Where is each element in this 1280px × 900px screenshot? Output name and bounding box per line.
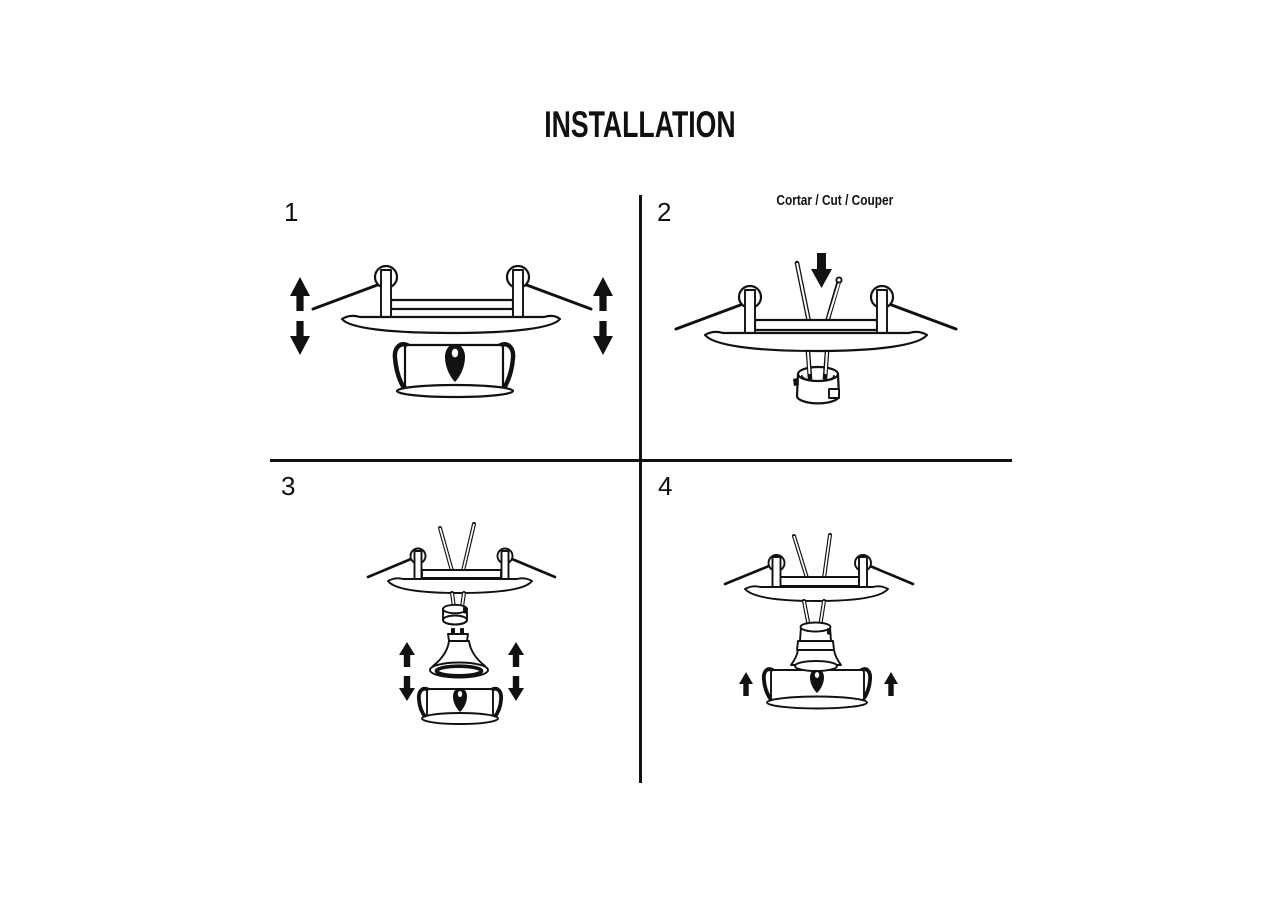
retaining-clip-left — [392, 342, 412, 391]
step-1-number: 1 — [284, 197, 299, 227]
up-arrow-icon — [884, 672, 898, 696]
trim-ring — [674, 284, 958, 353]
down-arrow-icon — [811, 253, 832, 288]
spring-post-left — [413, 550, 423, 581]
mains-wires-upper — [792, 533, 832, 580]
retaining-clip-right — [496, 342, 516, 391]
lamp-pin-left — [451, 628, 455, 634]
socket-tab — [793, 378, 799, 386]
lamp-socket-assembled — [790, 621, 842, 672]
step-1-illustration — [290, 264, 613, 399]
socket-step-notch — [828, 388, 840, 399]
up-down-arrow-icon — [593, 277, 613, 355]
spring-post-left — [744, 289, 756, 334]
trim-ring — [366, 547, 557, 594]
up-down-arrow-icon — [508, 642, 524, 701]
spring-post-right — [876, 289, 888, 334]
spring-post-right — [512, 269, 524, 319]
step-4-number: 4 — [658, 471, 673, 501]
fixing-slot-hole — [457, 691, 463, 697]
up-down-arrow-icon — [399, 642, 415, 701]
page-title-text: INSTALLATION — [544, 104, 736, 145]
lamp-housing — [392, 342, 516, 399]
fixing-slot — [445, 344, 465, 382]
socket-tab — [827, 628, 831, 635]
lamp-socket — [793, 365, 841, 405]
step-2-number: 2 — [657, 197, 672, 227]
socket-bottom — [442, 614, 468, 626]
fixing-slot — [810, 669, 824, 693]
mains-wires-lower — [805, 349, 830, 381]
lamp-socket — [442, 603, 468, 626]
socket-tab — [463, 607, 468, 614]
ring-bridge-bar — [421, 569, 502, 579]
quadrant-divider-vertical — [639, 195, 642, 783]
step-4-illustration — [723, 533, 915, 710]
up-down-arrow-icon — [290, 277, 310, 355]
step-2-illustration — [674, 253, 958, 405]
lamp-housing — [416, 686, 504, 725]
torsion-spring-right — [887, 302, 958, 331]
housing-flange — [395, 383, 515, 399]
torsion-spring-right — [522, 282, 593, 311]
trim-ring — [723, 554, 915, 602]
lamp-housing — [761, 667, 873, 710]
fixing-slot-hole — [451, 348, 459, 358]
torsion-spring-left — [366, 557, 413, 579]
trim-rim — [387, 577, 533, 594]
spring-post-left — [771, 556, 782, 589]
lamp-base-ring — [796, 640, 835, 651]
spring-post-right — [858, 556, 868, 589]
trim-rim — [340, 314, 562, 335]
ring-bridge-bar — [389, 298, 515, 311]
lamp-base — [447, 633, 469, 642]
page-title: INSTALLATION — [0, 106, 1280, 143]
up-arrow-icon — [739, 672, 753, 696]
step-3-number: 3 — [281, 471, 296, 501]
socket-top — [799, 621, 832, 633]
retaining-clip-left — [761, 667, 776, 702]
ring-bridge-bar — [753, 318, 879, 332]
housing-flange — [421, 712, 499, 725]
mains-wires-upper — [438, 522, 476, 573]
wire-tip — [835, 276, 843, 284]
ring-bridge-bar — [779, 576, 860, 587]
step-3-illustration — [366, 522, 557, 725]
lamp-face — [794, 660, 838, 672]
torsion-spring-left — [311, 282, 382, 311]
torsion-spring-right — [868, 564, 915, 586]
lamp-lens-ring — [434, 664, 484, 678]
fixing-slot-hole — [814, 672, 820, 678]
spring-post-right — [500, 550, 510, 581]
trim-rim — [744, 585, 889, 602]
housing-flange — [766, 695, 868, 710]
lamp-pin-right — [460, 628, 464, 634]
mains-wires-upper — [794, 260, 843, 325]
torsion-spring-left — [723, 564, 771, 586]
gu10-lamp — [429, 628, 489, 679]
trim-ring — [311, 264, 593, 335]
fixing-slot — [453, 688, 467, 712]
step-2-caption-text: Cortar / Cut / Couper — [776, 193, 894, 209]
retaining-clip-left — [416, 686, 431, 720]
quadrant-divider-horizontal — [270, 459, 1012, 462]
trim-rim — [703, 330, 929, 353]
torsion-spring-left — [674, 302, 745, 331]
retaining-clip-right — [489, 686, 504, 720]
retaining-clip-right — [858, 667, 873, 702]
spring-post-left — [380, 269, 392, 319]
torsion-spring-right — [510, 557, 557, 579]
